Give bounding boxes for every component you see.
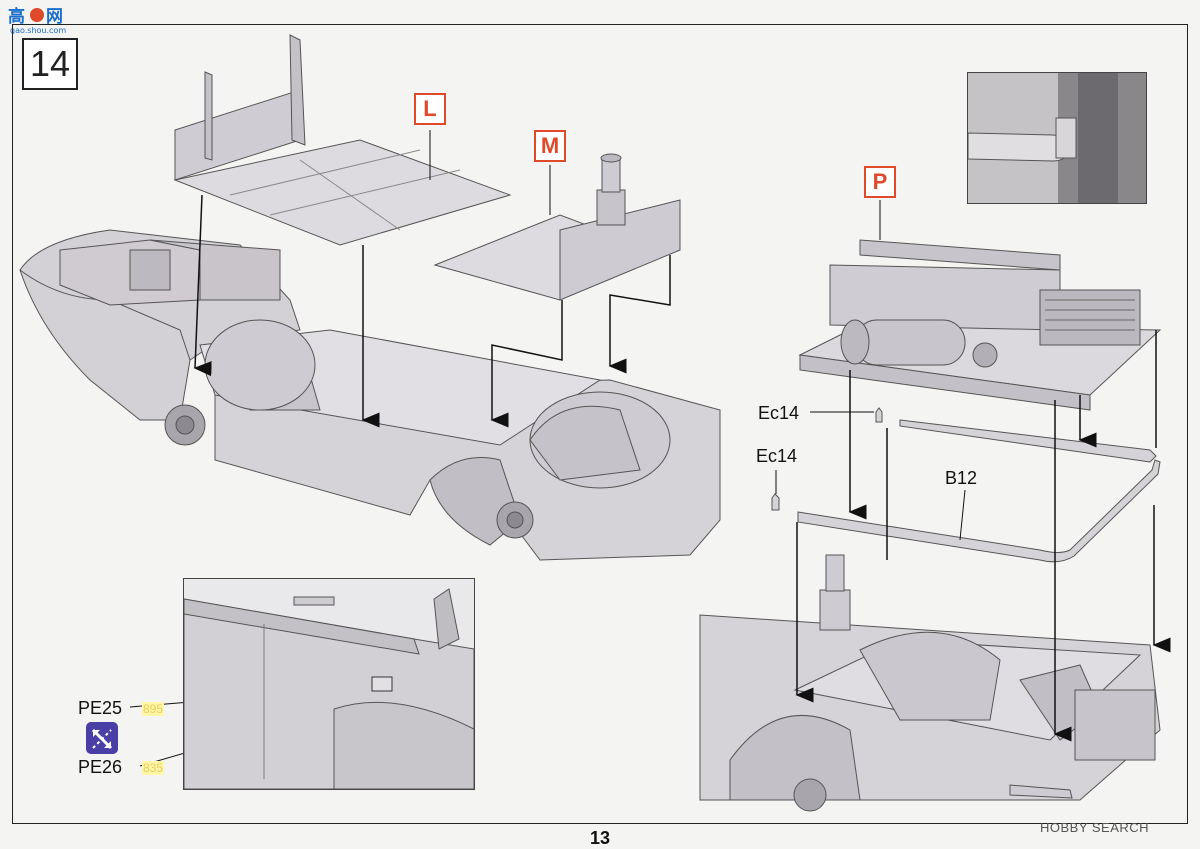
step-number: 14	[22, 38, 78, 90]
bend-icon	[86, 722, 118, 754]
detail-inset-rail-end	[967, 72, 1147, 204]
page-frame	[12, 24, 1188, 824]
ec14-left-label: Ec14	[756, 446, 798, 466]
assembly-arrows	[193, 194, 1171, 742]
part-m-panel	[433, 153, 681, 301]
part-m-tag: M	[534, 130, 566, 162]
hull-side-detail	[184, 588, 474, 789]
pe26-label: PE26	[78, 757, 123, 777]
site-logo: 高 网 gao.shou.com	[8, 6, 66, 34]
part-p-tag: P	[864, 166, 896, 198]
part-p-deck	[798, 239, 1162, 411]
svg-text:网: 网	[46, 7, 63, 27]
part-l-panel	[173, 34, 512, 246]
watermark: HOBBY SEARCH	[1040, 820, 1150, 835]
pe25-label: PE25	[78, 698, 123, 718]
svg-text:高: 高	[8, 6, 25, 27]
part-l-tag: L	[414, 93, 446, 125]
b12-label: B12	[945, 468, 978, 488]
pe26-code: 835	[142, 761, 165, 775]
hull-left	[19, 229, 721, 561]
ec14-top-label: Ec14	[758, 403, 800, 423]
detail-inset-hull-side	[183, 578, 475, 790]
pe25-code: 895	[142, 702, 165, 716]
part-b12-rail	[797, 419, 1161, 563]
rail-end-detail	[968, 73, 1146, 203]
ec14-clips	[771, 407, 883, 511]
page-number: 13	[589, 828, 611, 848]
svg-text:gao.shou.com: gao.shou.com	[10, 26, 66, 34]
hull-right	[699, 554, 1161, 812]
